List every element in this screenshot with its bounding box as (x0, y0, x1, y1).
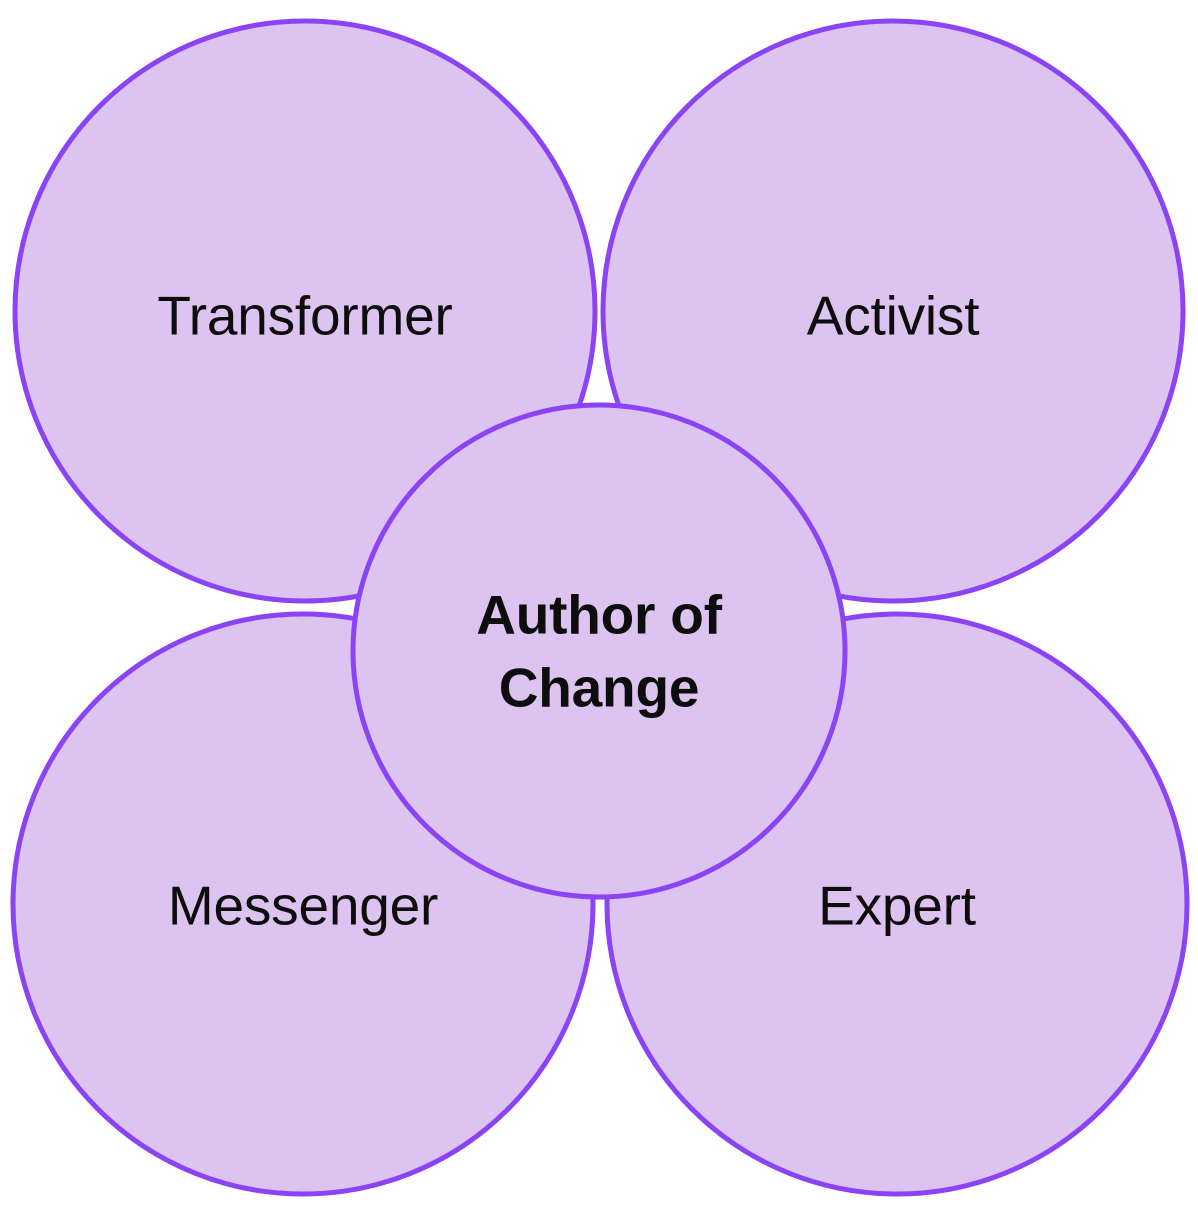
label-author-of-change: Author of Change (434, 578, 764, 723)
circle-author-of-change[interactable] (350, 402, 848, 900)
label-messenger: Messenger (167, 874, 439, 937)
label-expert: Expert (818, 874, 976, 937)
core-label-line-2: Change (498, 656, 700, 718)
label-transformer: Transformer (157, 284, 453, 347)
label-activist: Activist (806, 284, 980, 347)
core-circle-group (350, 402, 848, 900)
core-label-line-1: Author of (476, 583, 722, 646)
